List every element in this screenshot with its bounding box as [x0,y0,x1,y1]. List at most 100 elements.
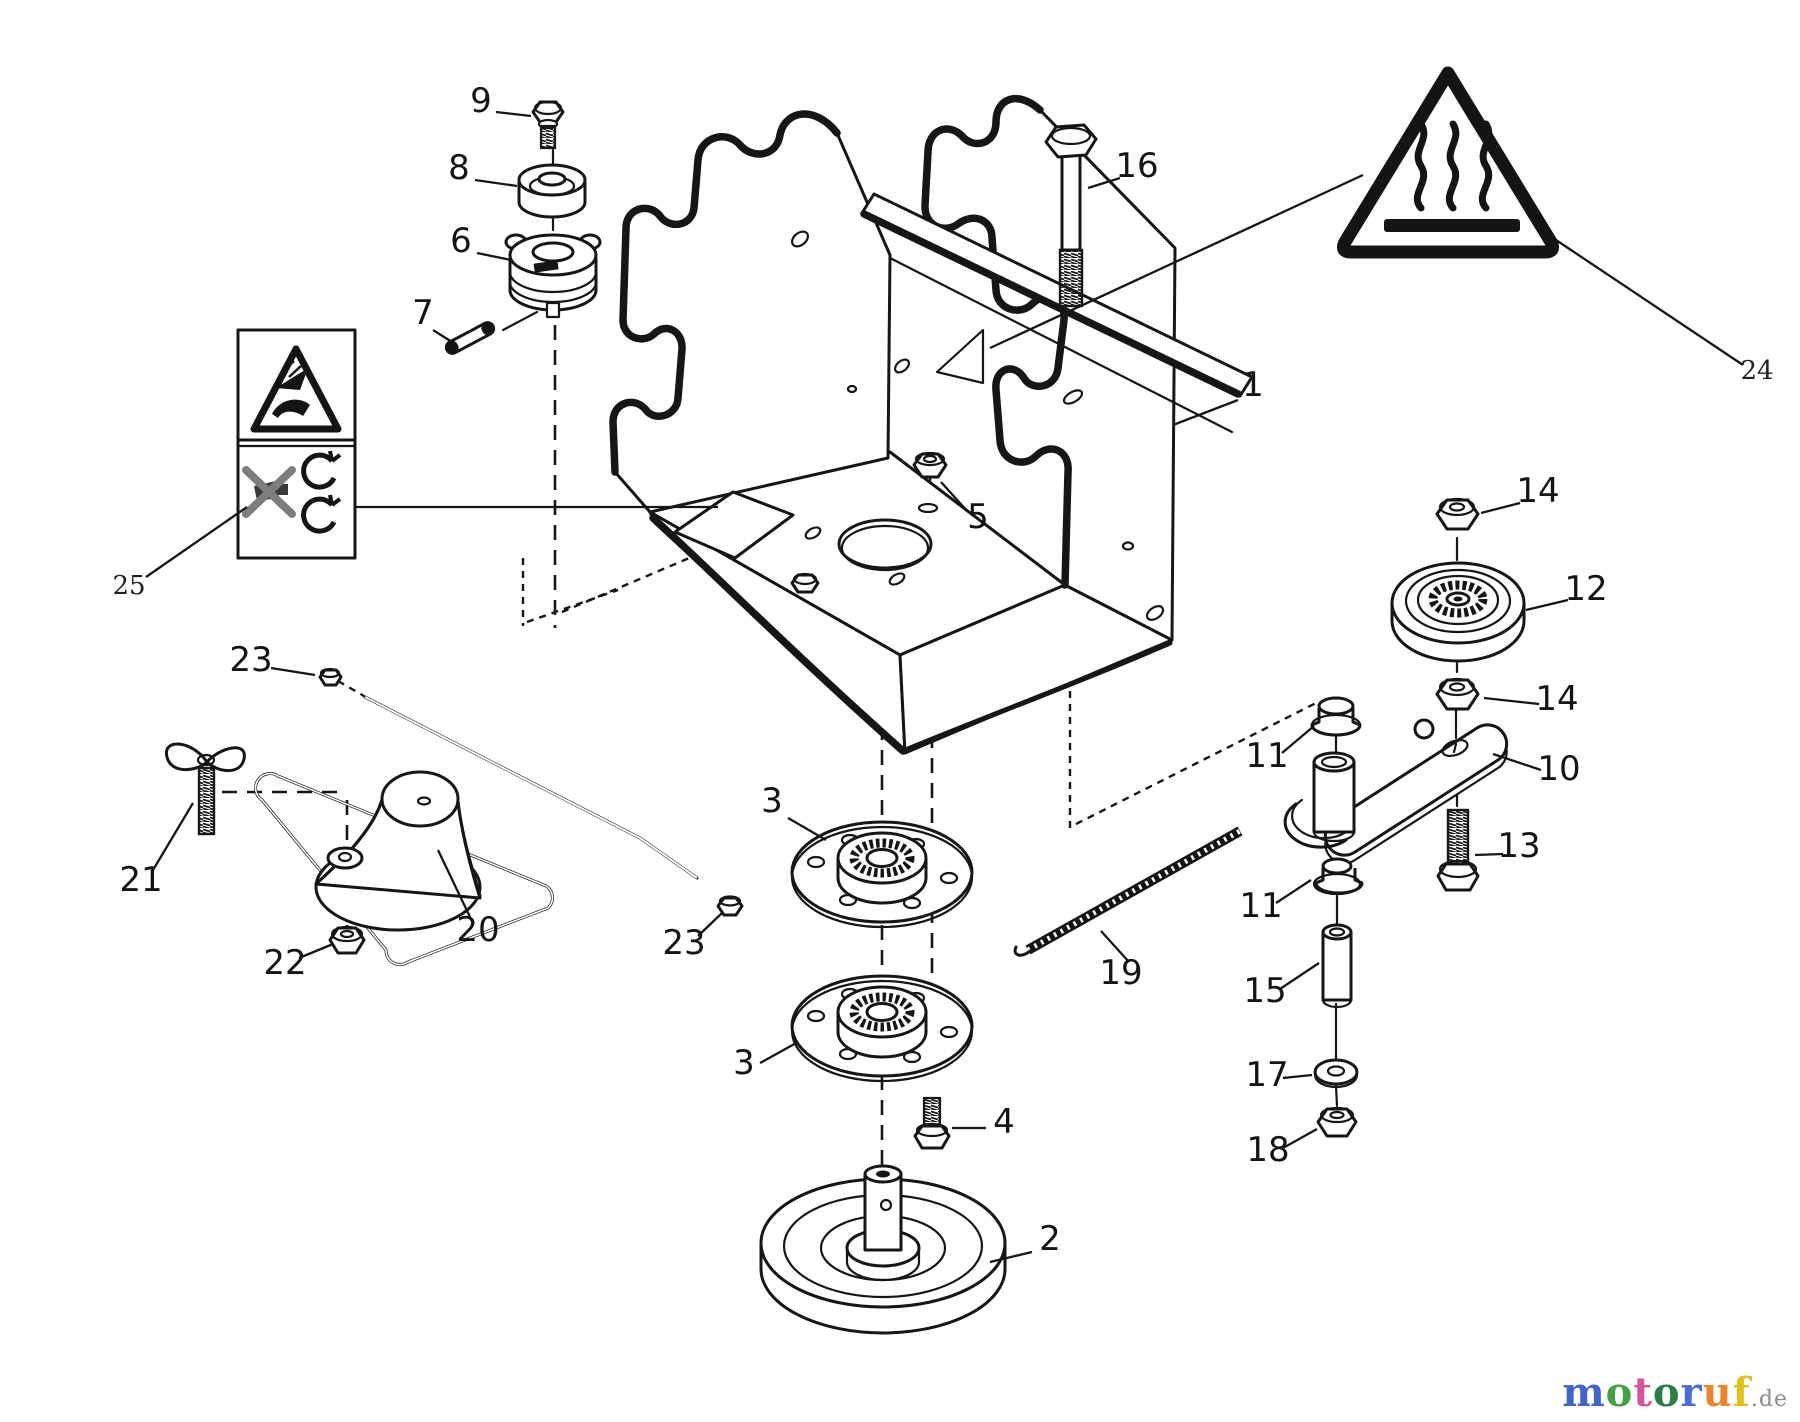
part-17-washer [1313,1058,1359,1089]
callout-4: 4 [993,1102,1015,1142]
watermark-letter: r [1680,1369,1703,1416]
part-15-spacer [1321,923,1353,1009]
part-23-nut-upper [318,667,343,687]
watermark-letter: o [1652,1369,1681,1416]
part-19-spring [1013,826,1243,957]
leader-line-16 [1087,176,1121,190]
watermark-letter: m [1562,1369,1606,1416]
callout-23: 23 [229,640,272,680]
watermark-suffix: .de [1750,1387,1788,1412]
callout-20: 20 [456,910,499,950]
leader-line-14 [1483,696,1540,706]
leader-line-19 [1100,930,1130,963]
leader-line-23 [270,666,316,677]
part-9-bolt [531,100,565,150]
leader-line-10 [1492,752,1542,772]
leader-line-7 [432,329,453,343]
leader-line-13 [1474,852,1504,857]
part-21-wing-bolt [165,742,246,836]
callout-11: 11 [1239,886,1282,926]
bracket-housing [609,95,1254,755]
leader-line-9 [495,110,532,118]
leader-line-15 [1279,962,1320,990]
leader-line-3 [759,1040,799,1065]
callout-6: 6 [450,221,472,261]
leader-line-2 [989,1250,1033,1264]
part-11-bushing-upper [1310,696,1362,737]
part-12-idler-pulley [1390,561,1526,663]
callout-19: 19 [1099,953,1142,993]
hand-cut-warning-icon [250,345,342,433]
watermark-letter: t [1633,1369,1653,1416]
watermark-letter: u [1702,1369,1733,1416]
leader-line-18 [1282,1127,1318,1150]
leader-line-3 [787,817,827,841]
callout-8: 8 [448,148,470,188]
callout-16: 16 [1115,146,1158,186]
safety-decal [236,328,718,560]
leader-line-14 [1480,501,1521,515]
callout-1: 1 [1242,365,1264,405]
callout-layer: 1233456789101111121314141516171819202122… [112,81,1774,1264]
leader-line-25 [145,506,248,578]
callout-11: 11 [1245,736,1288,776]
leader-line-11 [1281,725,1315,754]
callout-14: 14 [1535,679,1578,719]
leader-line-22 [298,942,334,960]
part-3-flange-upper [792,822,972,927]
callout-24: 24 [1740,356,1773,386]
callout-23: 23 [662,923,705,963]
leader-line-12 [1525,598,1569,612]
leader-line-8 [474,178,518,188]
leader-line-20 [436,849,472,918]
callout-21: 21 [119,860,162,900]
part-7-pin [444,321,496,355]
part-23-nut-lower [716,895,744,917]
callout-15: 15 [1243,971,1286,1011]
part-8-washer [517,163,587,219]
callout-18: 18 [1246,1130,1289,1170]
rotation-arrows-icon [301,450,342,534]
watermark-letter: o [1605,1369,1634,1416]
callout-5: 5 [967,497,989,537]
part-18-nut [1316,1106,1358,1138]
callout-13: 13 [1497,826,1540,866]
callout-14: 14 [1516,471,1559,511]
part-4-bolt [913,1096,951,1150]
part-14-nut-upper [1435,497,1480,531]
leader-line-6 [476,251,512,262]
callout-3: 3 [761,781,783,821]
leader-line-21 [152,802,194,871]
callout-2: 2 [1039,1219,1061,1259]
callout-9: 9 [470,81,492,121]
callout-12: 12 [1564,569,1607,609]
callout-17: 17 [1245,1055,1288,1095]
part-13-bolt [1436,808,1480,892]
part-3-flange-lower [792,976,972,1081]
callout-22: 22 [263,943,306,983]
no-hand-icon [242,466,296,518]
part-14-nut-lower [1435,677,1480,711]
callout-10: 10 [1537,749,1580,789]
leader-line-24 [1555,239,1744,366]
deck-triangle-marking [935,328,985,385]
watermark-letter: f [1732,1369,1751,1416]
leader-line-1 [1172,398,1239,427]
part-11-bushing-lower [1312,857,1364,896]
part-22-nut [328,925,366,955]
part-5-nut [912,451,948,479]
leader-line-23 [697,912,723,937]
part-10-pivot-pin [1283,751,1356,849]
part-16-bolt [1044,123,1098,308]
part-6-hub [504,233,602,319]
part-2-pulley [759,1164,1007,1335]
leader-line-5 [940,481,969,513]
leader-line-17 [1282,1073,1313,1080]
deck-nut [790,572,820,594]
leader-line-11 [1275,879,1312,904]
part-20-belt-guard [254,695,699,966]
motoruf-watermark: motoruf.de [1562,1369,1788,1416]
hot-surface-warning-icon [989,66,1559,350]
